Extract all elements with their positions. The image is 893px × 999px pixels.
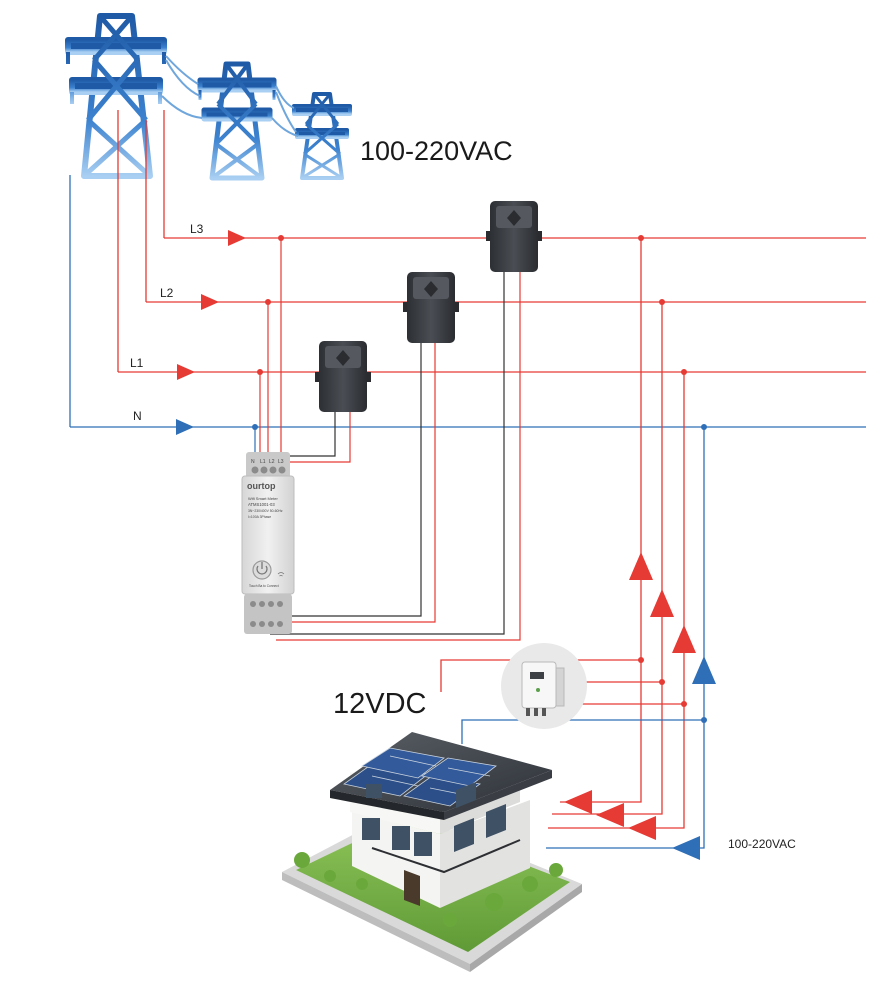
dc-voltage-label: 12VDC <box>333 688 427 720</box>
solar-panels-icon <box>343 747 497 807</box>
meter-power-button[interactable] <box>252 560 272 580</box>
overhead-wires <box>161 55 299 137</box>
ct-clamp-l2 <box>403 272 459 343</box>
meter-spec-1: 3N~230/400V 50-60Hz <box>248 509 283 513</box>
neutral-left-arrow-icon <box>672 836 700 860</box>
solar-house-illustration <box>282 732 582 972</box>
wifi-icon <box>277 572 285 577</box>
grid-voltage-label: 100-220VAC <box>360 136 513 166</box>
bus-flow-arrows <box>176 230 246 435</box>
terminal-l2: L2 <box>269 459 275 465</box>
terminal-n: N <box>251 459 255 465</box>
meter-model: ATMS1001-03 <box>248 502 275 507</box>
large-tower-icon <box>65 13 167 179</box>
l1-up-arrow-icon <box>672 625 696 653</box>
l1-left-arrow-icon <box>628 816 656 840</box>
l3-label: L3 <box>190 222 204 236</box>
transmission-towers-icon <box>65 13 352 181</box>
meter-title: Wifi Smart Meter <box>248 496 278 501</box>
meter-spec-2: I=100A 3Phase <box>248 515 271 519</box>
small-tower-icon <box>292 92 352 180</box>
l2-arrow-icon <box>201 294 219 310</box>
medium-tower-icon <box>197 61 277 181</box>
power-icon <box>256 565 268 575</box>
l1-arrow-icon <box>177 364 195 380</box>
neutral-up-arrow-icon <box>692 656 716 684</box>
tree-icons <box>294 852 563 927</box>
l3-up-arrow-icon <box>629 552 653 580</box>
l1-label: L1 <box>130 356 144 370</box>
meter-button-caption: Touch Ba to Connect <box>249 584 279 588</box>
ct-clamp-l3 <box>486 201 542 272</box>
house-input-arrows <box>564 790 700 860</box>
solar-inverter <box>501 643 587 729</box>
neutral-arrow-icon <box>176 419 194 435</box>
ct-clamp-l1 <box>315 341 371 412</box>
meter-brand-logo: ourtop <box>247 481 276 491</box>
terminal-l1: L1 <box>260 459 266 465</box>
l2-label: L2 <box>160 286 174 300</box>
vertical-flow-arrows <box>629 552 716 684</box>
l3-arrow-icon <box>228 230 246 246</box>
ct-lead-wires <box>261 272 521 641</box>
neutral-label: N <box>133 409 142 423</box>
inverter-junction-dots <box>638 657 707 723</box>
l2-left-arrow-icon <box>596 803 624 827</box>
meter-feed-wires <box>254 238 282 460</box>
house-voltage-label: 100-220VAC <box>728 837 796 851</box>
l3-left-arrow-icon <box>564 790 592 814</box>
smart-meter-device: N L1 L2 L3 ourtop Wifi Smart Meter ATMS1… <box>241 452 295 634</box>
house-feed-wires <box>440 238 705 849</box>
l2-up-arrow-icon <box>650 589 674 617</box>
terminal-l3: L3 <box>278 459 284 465</box>
